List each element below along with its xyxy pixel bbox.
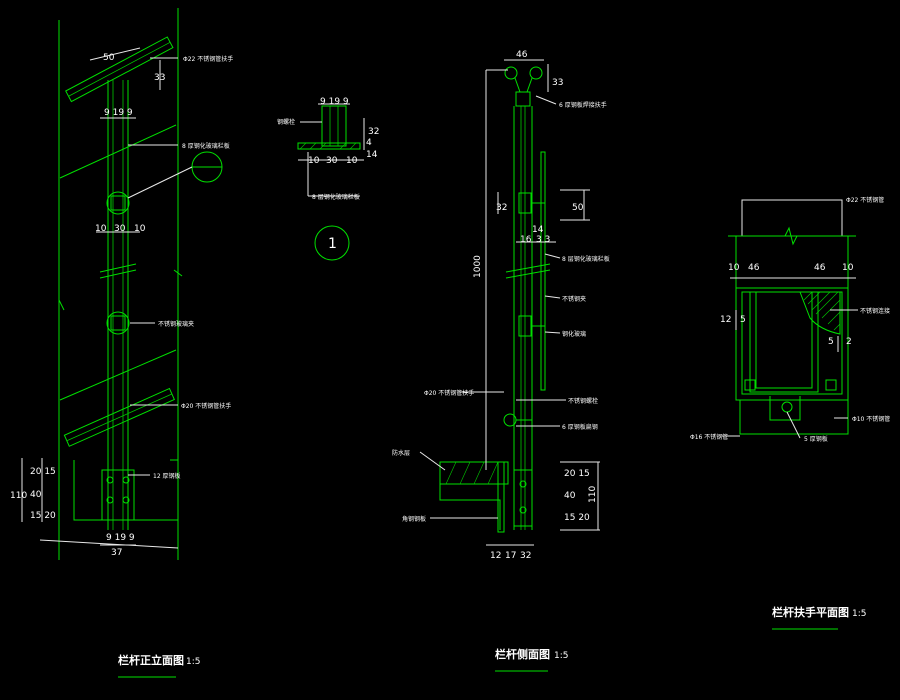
front-view-title: 栏杆正立面图 xyxy=(118,653,184,667)
plan-dim-46b: 46 xyxy=(814,263,826,273)
front-dim-37: 37 xyxy=(111,548,122,558)
plan-dim-2: 2 xyxy=(846,337,852,347)
detail-label-bolt: 钢螺栓 xyxy=(277,118,295,126)
section-label-handrail: Φ20 不锈钢管扶手 xyxy=(424,389,474,397)
section-label-clamp-mid: 钢化玻璃 xyxy=(562,330,586,338)
detail-dim-30: 30 xyxy=(326,156,338,166)
plan-dim-5: 5 xyxy=(740,315,746,325)
section-dim-40: 40 xyxy=(564,491,576,501)
detail-dim-10b: 10 xyxy=(346,156,358,166)
front-dim-9199b: 9 19 9 xyxy=(106,533,135,543)
front-label-handrail-top: Φ22 不锈钢管扶手 xyxy=(183,55,233,63)
plan-label-top: Φ22 不锈钢管 xyxy=(846,196,884,204)
front-label-glass: 8 厚钢化玻璃栏板 xyxy=(182,142,230,150)
section-label-plate: 6 厚钢板扁钢 xyxy=(562,423,598,431)
plan-label-left: Φ16 不锈钢管 xyxy=(690,433,728,441)
section-dim-1520: 15 20 xyxy=(564,513,590,523)
section-dim-12: 12 xyxy=(490,551,501,561)
front-label-bolt: 12 厚钢板 xyxy=(153,472,181,480)
detail-dim-32: 32 xyxy=(368,127,379,137)
section-dim-14: 14 xyxy=(532,225,544,235)
section-dim-32: 32 xyxy=(496,203,507,213)
front-label-handrail-low: Φ20 不锈钢管扶手 xyxy=(181,402,231,410)
detail-bubble-number: 1 xyxy=(328,236,337,252)
detail-label-glass: 8 层钢化玻璃栏板 xyxy=(312,193,360,201)
section-view xyxy=(419,59,600,546)
front-label-clamp: 不锈钢玻璃夹 xyxy=(158,320,194,328)
detail-dim-9199: 9 19 9 xyxy=(320,97,349,107)
section-dim-32b: 32 xyxy=(520,551,531,561)
front-dim-110: 110 xyxy=(10,491,27,501)
plan-dim-12: 12 xyxy=(720,315,731,325)
front-dim-1520: 15 20 xyxy=(30,511,56,521)
section-view-title: 栏杆侧面图 xyxy=(495,647,550,661)
detail-dim-14: 14 xyxy=(366,150,378,160)
section-dim-1000: 1000 xyxy=(473,255,483,278)
front-dim-10b: 10 xyxy=(134,224,146,234)
front-view-scale: 1:5 xyxy=(186,657,200,667)
plan-view-scale: 1:5 xyxy=(852,609,866,619)
front-dim-50: 50 xyxy=(103,53,115,63)
plan-label-rod: Φ10 不锈钢管 xyxy=(852,415,890,423)
front-dim-33: 33 xyxy=(154,73,165,83)
section-dim-46: 46 xyxy=(516,50,528,60)
section-label-glass: 8 层钢化玻璃栏板 xyxy=(562,255,610,263)
front-dim-40: 40 xyxy=(30,490,42,500)
plan-label-glass: 不锈钢连接 xyxy=(860,307,890,315)
plan-dim-10: 10 xyxy=(728,263,740,273)
section-dim-110: 110 xyxy=(588,486,598,503)
section-label-steel-plate: 6 厚钢板焊接扶手 xyxy=(559,101,607,109)
section-view-scale: 1:5 xyxy=(554,651,568,661)
plan-dim-46: 46 xyxy=(748,263,760,273)
section-dim-2015: 20 15 xyxy=(564,469,590,479)
section-label-clamp-top: 不锈钢夹 xyxy=(562,295,586,303)
front-dim-30: 30 xyxy=(114,224,126,234)
plan-view xyxy=(722,199,858,439)
section-dim-303: 3 3 xyxy=(536,235,550,245)
plan-label-bottom: 5 厚钢板 xyxy=(804,435,828,443)
section-dim-16: 16 xyxy=(520,235,532,245)
front-dim-9199: 9 19 9 xyxy=(104,108,133,118)
section-label-steel-angle: 角钢钢板 xyxy=(402,515,426,523)
plan-dim-5b: 5 xyxy=(828,337,834,347)
section-dim-50: 50 xyxy=(572,203,584,213)
plan-view-title: 栏杆扶手平面图 xyxy=(772,605,849,619)
detail-dim-4: 4 xyxy=(366,138,372,148)
section-dim-17: 17 xyxy=(505,551,516,561)
detail-1-view xyxy=(297,103,365,261)
front-elevation-view xyxy=(21,8,223,560)
front-dim-2015: 20 15 xyxy=(30,467,56,477)
front-dim-10a: 10 xyxy=(95,224,107,234)
section-dim-33: 33 xyxy=(552,78,563,88)
plan-dim-10b: 10 xyxy=(842,263,854,273)
section-label-waterproof: 防水层 xyxy=(392,449,410,457)
detail-dim-10: 10 xyxy=(308,156,320,166)
section-label-fixing: 不锈钢螺栓 xyxy=(568,397,598,405)
